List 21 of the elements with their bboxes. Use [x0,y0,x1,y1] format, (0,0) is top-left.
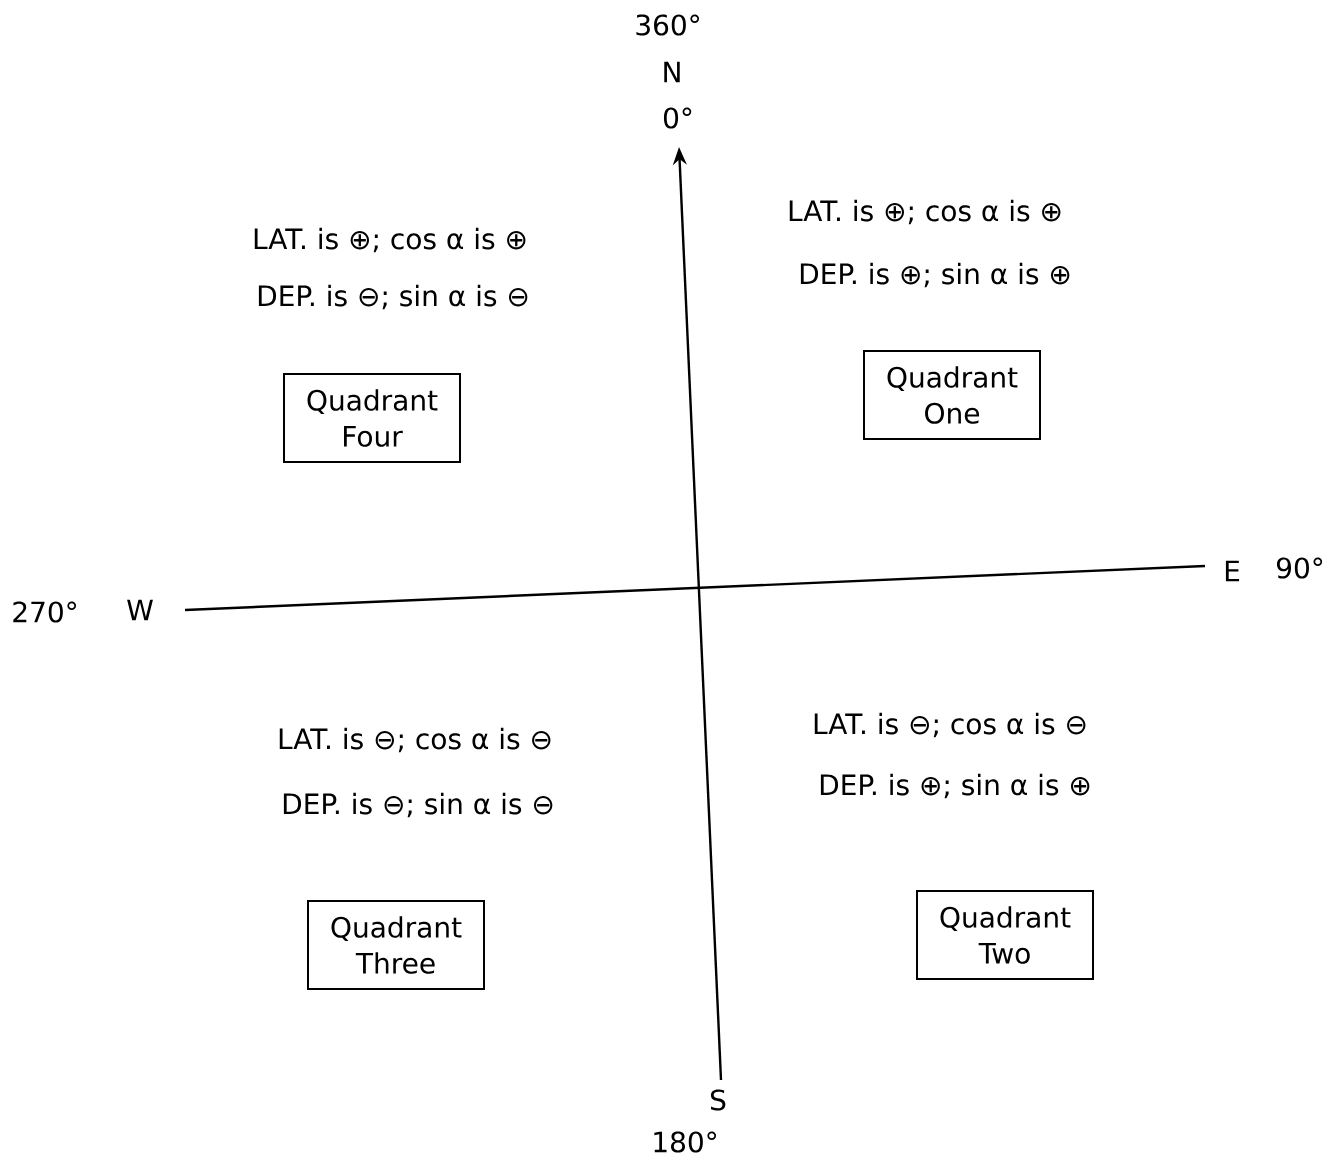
label-text: LAT. is ⊖; cos α is ⊖ [814,712,1086,738]
label-text: DEP. is ⊖; sin α is ⊖ [258,284,528,310]
label-text: 360° [636,14,700,36]
label-text: 90° [1276,557,1323,579]
label-text: DEP. is ⊖; sin α is ⊖ [283,792,553,818]
label-text: S [710,1089,726,1111]
label-text: DEP. is ⊕; sin α is ⊕ [820,773,1090,799]
label-text: 270° [13,601,77,623]
label-text: DEP. is ⊕; sin α is ⊕ [800,262,1070,288]
label-text: N [664,61,680,83]
label-text: 180° [654,1131,717,1153]
label-text: LAT. is ⊖; cos α is ⊖ [279,727,551,753]
label-text: LAT. is ⊕; cos α is ⊕ [254,227,526,253]
quadrant-box: Quadrant One [863,350,1041,440]
quadrant-box: Quadrant Four [283,373,461,463]
label-text: 0° [663,107,692,129]
label-text: W [127,599,153,621]
quadrant-box: Quadrant Three [307,900,485,990]
label-text: LAT. is ⊕; cos α is ⊕ [789,199,1061,225]
label-text: E [1225,560,1240,582]
quadrant-box: Quadrant Two [916,890,1094,980]
